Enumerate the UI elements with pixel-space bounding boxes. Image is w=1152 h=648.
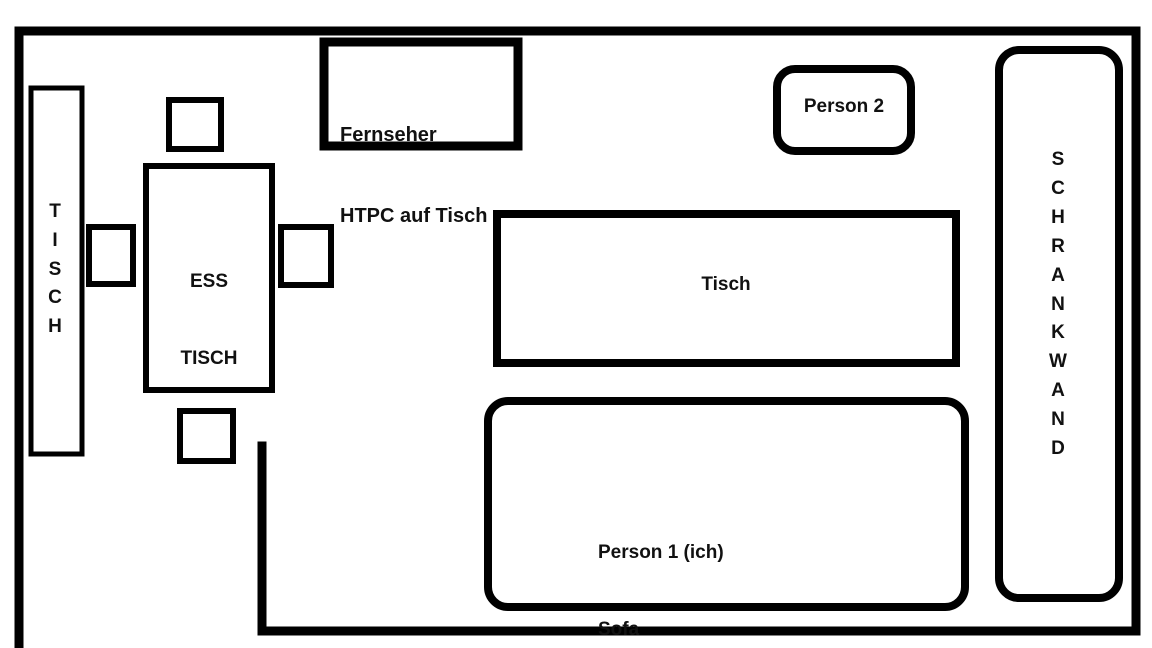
person2-shape[interactable] (773, 65, 915, 155)
schrankwand-shape[interactable] (995, 46, 1123, 602)
stuhl-links-shape[interactable] (86, 224, 136, 287)
tisch-gross-shape[interactable] (493, 210, 960, 367)
room-outer-wall (14, 26, 1141, 636)
stuhl-oben-shape[interactable] (166, 97, 224, 152)
fernseher-shape[interactable] (319, 37, 523, 151)
stuhl-rechts-shape[interactable] (278, 224, 334, 288)
sofa-shape[interactable] (484, 397, 969, 611)
ess-tisch-shape[interactable] (143, 163, 275, 393)
stuhl-unten-shape[interactable] (177, 408, 236, 464)
tisch-links-shape[interactable] (28, 85, 85, 457)
